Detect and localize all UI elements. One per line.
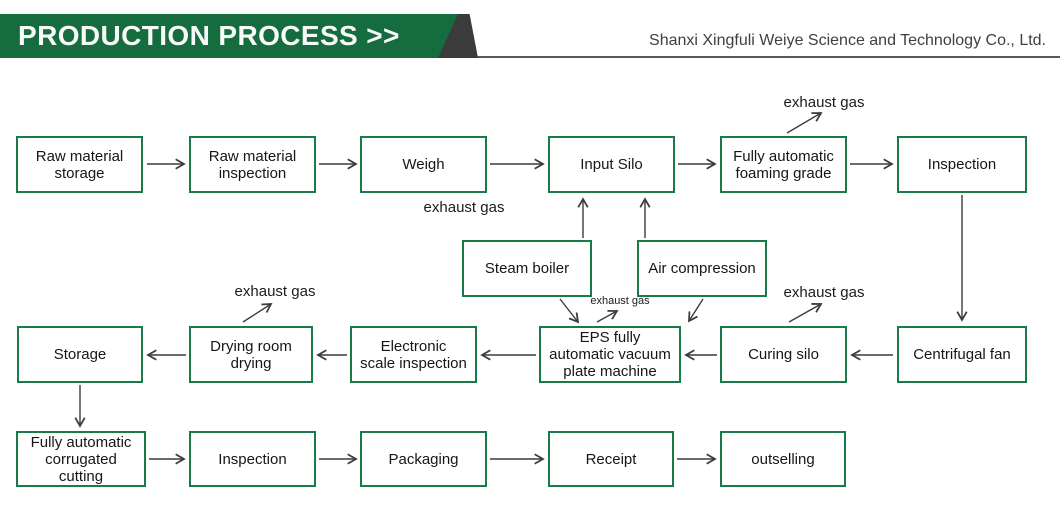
flow-node-centrifugal-fan: Centrifugal fan bbox=[897, 326, 1027, 383]
flow-node-label: Storage bbox=[53, 346, 107, 363]
flow-node-label: Packaging bbox=[388, 450, 459, 468]
exhaust-gas-label: exhaust gas bbox=[423, 199, 505, 216]
flow-node-label: Input Silo bbox=[580, 156, 643, 173]
flow-node-storage: Storage bbox=[17, 326, 143, 383]
company-name: Shanxi Xingfuli Weiye Science and Techno… bbox=[649, 32, 1046, 49]
flow-node-corrugated-cutting: Fully automatic corrugated cutting bbox=[16, 431, 146, 487]
flow-node-label: EPS fully automatic vacuum plate machine bbox=[549, 329, 671, 380]
header-divider-line bbox=[468, 56, 1060, 58]
flow-node-eps-machine: EPS fully automatic vacuum plate machine bbox=[539, 326, 681, 383]
flow-node-label: Weigh bbox=[402, 156, 445, 173]
flow-node-label: Curing silo bbox=[748, 346, 819, 363]
flow-node-curing-silo: Curing silo bbox=[720, 326, 847, 383]
flow-node-label: Raw material storage bbox=[35, 147, 124, 182]
flow-node-weigh: Weigh bbox=[360, 136, 487, 193]
flow-node-input-silo: Input Silo bbox=[548, 136, 675, 193]
flow-node-label: Electronic scale inspection bbox=[360, 337, 467, 372]
flow-node-label: Raw material inspection bbox=[208, 147, 297, 182]
flow-node-label: Centrifugal fan bbox=[913, 346, 1011, 363]
flow-node-drying-room: Drying room drying bbox=[189, 326, 313, 383]
flow-node-inspection-bottom: Inspection bbox=[189, 431, 316, 487]
flow-node-label: Drying room drying bbox=[210, 337, 292, 372]
flow-node-outselling: outselling bbox=[720, 431, 846, 487]
flow-node-label: Steam boiler bbox=[484, 260, 570, 277]
flow-node-raw-material-storage: Raw material storage bbox=[16, 136, 143, 193]
flow-node-steam-boiler: Steam boiler bbox=[462, 240, 592, 297]
header-banner: PRODUCTION PROCESS >> bbox=[0, 14, 458, 58]
flow-node-label: Air compression bbox=[648, 260, 756, 277]
flow-node-label: Inspection bbox=[927, 156, 997, 173]
flow-node-air-compression: Air compression bbox=[637, 240, 767, 297]
exhaust-gas-label: exhaust gas bbox=[783, 94, 865, 111]
flow-node-label: outselling bbox=[751, 450, 815, 468]
flow-node-inspection-top: Inspection bbox=[897, 136, 1027, 193]
flow-node-label: Fully automatic corrugated cutting bbox=[30, 433, 132, 485]
flow-node-label: Fully automatic foaming grade bbox=[733, 147, 834, 182]
flow-node-electronic-scale: Electronic scale inspection bbox=[350, 326, 477, 383]
flow-node-packaging: Packaging bbox=[360, 431, 487, 487]
flow-node-raw-material-inspection: Raw material inspection bbox=[189, 136, 316, 193]
flow-node-label: Receipt bbox=[585, 450, 637, 468]
flow-node-receipt: Receipt bbox=[548, 431, 674, 487]
flow-node-foaming-grade: Fully automatic foaming grade bbox=[720, 136, 847, 193]
exhaust-gas-label: exhaust gas bbox=[590, 295, 650, 307]
exhaust-gas-label: exhaust gas bbox=[783, 284, 865, 301]
flow-node-label: Inspection bbox=[218, 450, 287, 468]
page-title: PRODUCTION PROCESS >> bbox=[18, 20, 400, 51]
exhaust-gas-label: exhaust gas bbox=[234, 283, 316, 300]
